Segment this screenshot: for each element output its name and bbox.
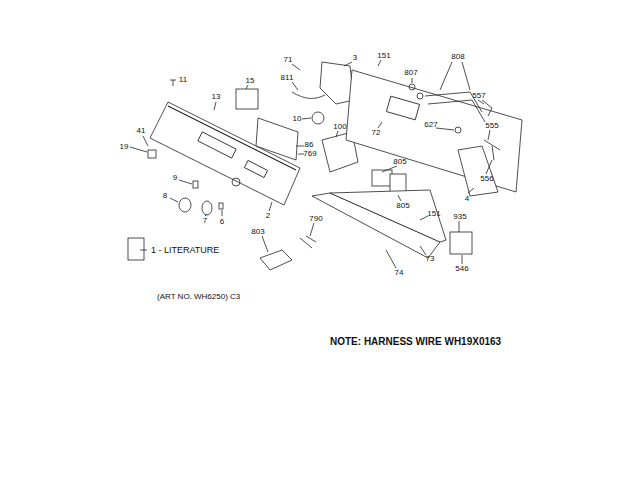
callout-number: 151: [377, 52, 390, 60]
callout-number: 7: [203, 217, 207, 225]
callout-number: 4: [465, 195, 469, 203]
callout-number: 72: [372, 129, 381, 137]
note-text: NOTE: HARNESS WIRE WH19X0163: [330, 337, 501, 347]
callout-number: 41: [137, 127, 146, 135]
washer: [409, 84, 415, 90]
cord-clip: [484, 140, 500, 160]
callout-number: 627: [424, 121, 437, 129]
end-cap: [458, 146, 498, 196]
circuit-board: [256, 118, 298, 160]
spring: [193, 181, 198, 188]
callout-number: 15: [246, 77, 255, 85]
callout-number: 811: [281, 74, 294, 82]
callout-number: 8: [163, 192, 167, 200]
callout-number: 3: [353, 54, 357, 62]
callout-number: 151: [427, 210, 440, 218]
callout-number: 805: [393, 158, 406, 166]
callout-number: 769: [303, 150, 316, 158]
callout-number: 11: [179, 76, 187, 84]
callout-number: 555: [485, 122, 498, 130]
literature-booklet: [128, 238, 144, 260]
wire: [292, 92, 325, 98]
leader-lines: [130, 60, 492, 268]
harness-clip: [300, 236, 316, 248]
callout-number: 556: [480, 175, 493, 183]
callout-number: 71: [284, 56, 293, 64]
module: [236, 89, 258, 109]
callout-number: 805: [396, 202, 409, 210]
callout-number: 790: [309, 215, 322, 223]
callout-number: 13: [212, 93, 221, 101]
panel-hole: [232, 178, 240, 186]
screw: [170, 80, 176, 86]
callout-number: 935: [453, 213, 466, 221]
display-window: [198, 132, 236, 158]
wire-harness: [450, 232, 472, 254]
callout-number: 546: [455, 265, 468, 273]
sensor: [260, 250, 292, 270]
hose: [425, 92, 485, 122]
button-row: [244, 160, 267, 177]
note-text: (ART NO. WH6250) C3: [157, 293, 240, 301]
callout-number: 6: [220, 218, 224, 226]
callout-number: 100: [333, 123, 346, 131]
end-cap: [320, 62, 354, 104]
backsplash: [346, 70, 522, 192]
callout-number: 10: [293, 115, 302, 123]
callout-number: 73: [426, 255, 435, 263]
elbow: [482, 100, 492, 116]
clip: [219, 203, 223, 209]
nut: [455, 127, 461, 133]
callout-number: 2: [266, 212, 270, 220]
callout-number: 74: [395, 269, 404, 277]
callout-number: 557: [472, 92, 485, 100]
callout-number: 807: [404, 69, 417, 77]
switch: [312, 112, 324, 124]
control-panel: [150, 102, 300, 205]
button: [148, 150, 156, 158]
callout-number: 808: [451, 53, 464, 61]
bracket: [330, 190, 446, 242]
knob: [179, 198, 191, 212]
callout-number: 9: [173, 174, 177, 182]
knob: [202, 201, 212, 215]
panel-recess: [386, 96, 419, 120]
note-text: 1 - LITERATURE: [151, 246, 219, 255]
valve: [372, 170, 392, 186]
washer: [417, 93, 423, 99]
callout-number: 86: [305, 141, 314, 149]
callout-number: 803: [251, 228, 264, 236]
callout-number: 19: [120, 143, 129, 151]
